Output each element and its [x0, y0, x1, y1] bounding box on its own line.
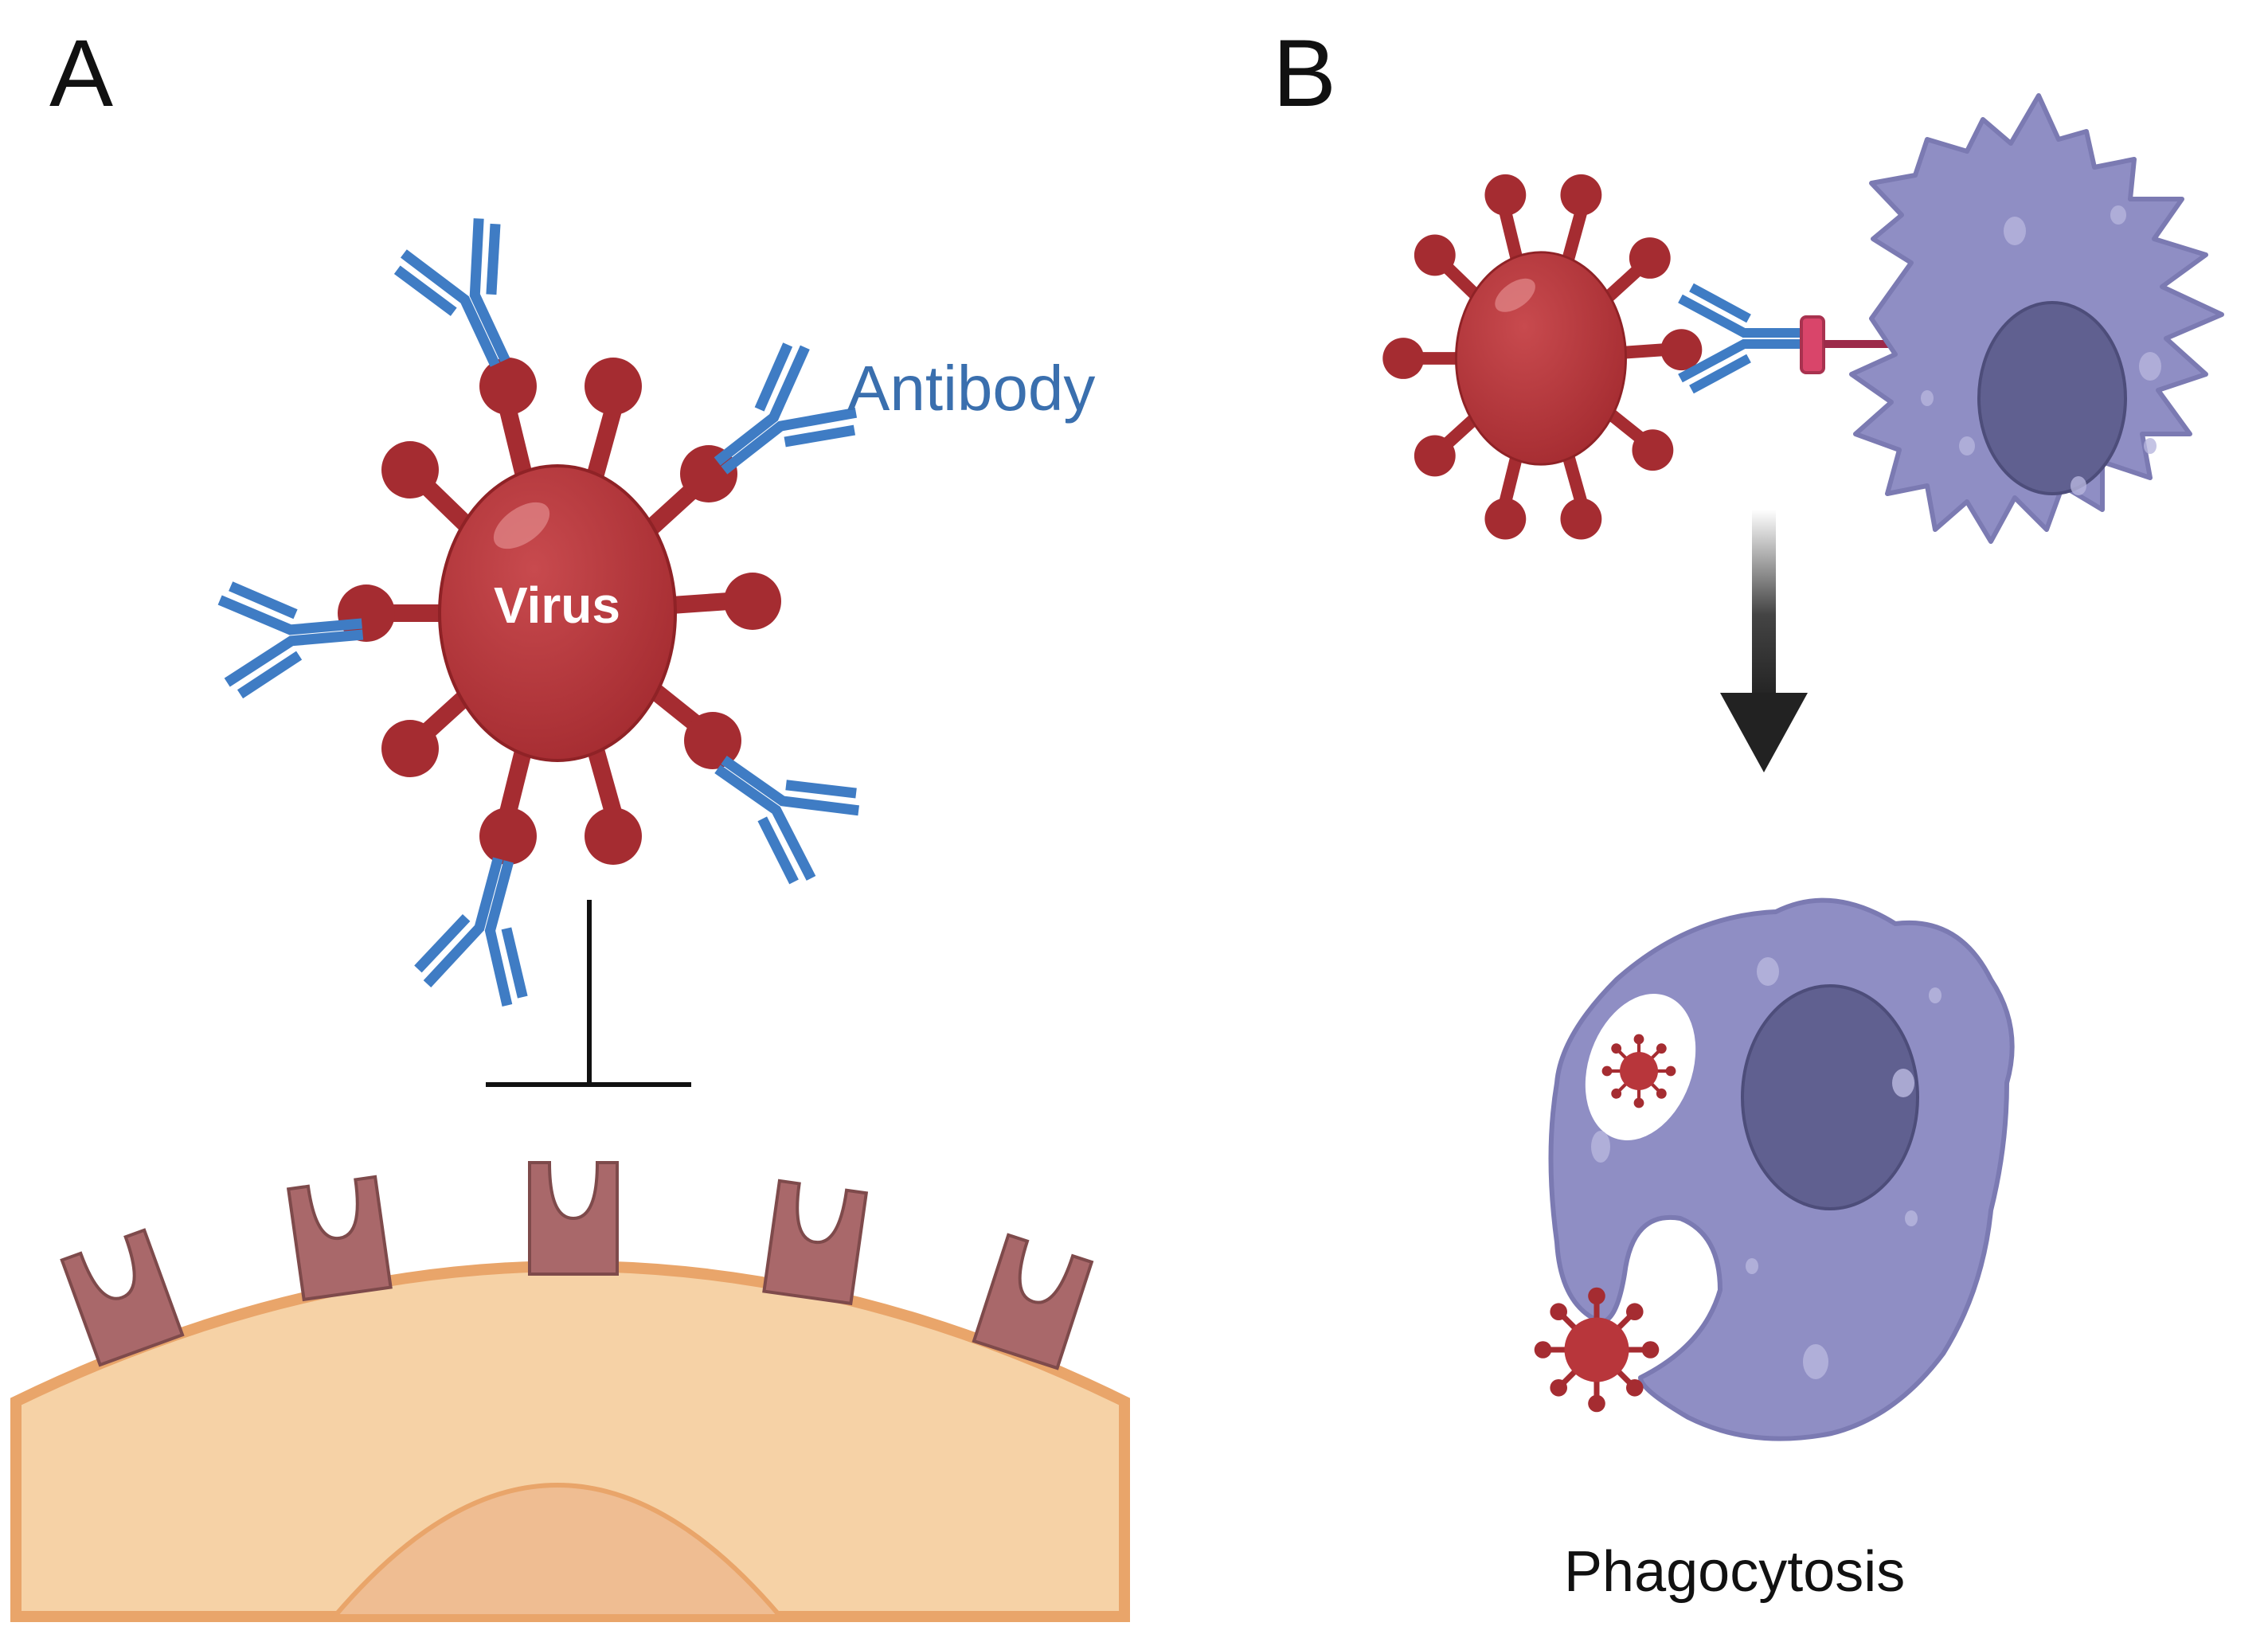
process-arrow	[1720, 510, 1808, 772]
panel-a-label: A	[49, 20, 114, 127]
phagocyte-nucleus	[1741, 984, 1919, 1210]
host-receptors	[60, 1161, 1094, 1370]
antibody-label: Antibody	[847, 353, 1096, 424]
phagocyte	[1849, 93, 2224, 544]
receptor	[762, 1179, 869, 1306]
receptor	[60, 1228, 185, 1367]
receptor	[972, 1233, 1094, 1370]
virus	[1382, 174, 1703, 540]
antibody	[393, 218, 510, 367]
host-cell-nucleus	[329, 1483, 786, 1619]
receptor	[528, 1161, 619, 1276]
engulfed-virus	[1601, 1034, 1676, 1108]
antibody	[714, 342, 858, 475]
antibodies	[217, 218, 859, 1007]
receptor	[286, 1175, 393, 1302]
antibody	[714, 755, 859, 885]
panel-a	[10, 218, 1130, 1622]
virus	[338, 358, 781, 865]
antibody	[217, 581, 364, 699]
inhibition-symbol	[486, 900, 691, 1087]
approaching-virus	[1534, 1287, 1660, 1413]
panel-b	[1382, 93, 2224, 1441]
antibody	[1678, 283, 1808, 394]
host-cell	[10, 1261, 1130, 1622]
phagocytosis-label: Phagocytosis	[1564, 1540, 1906, 1604]
panel-b-label: B	[1273, 20, 1337, 127]
antibody	[414, 857, 528, 1007]
virus-label: Virus	[494, 577, 620, 634]
phagocyte-nucleus	[1977, 301, 2127, 495]
